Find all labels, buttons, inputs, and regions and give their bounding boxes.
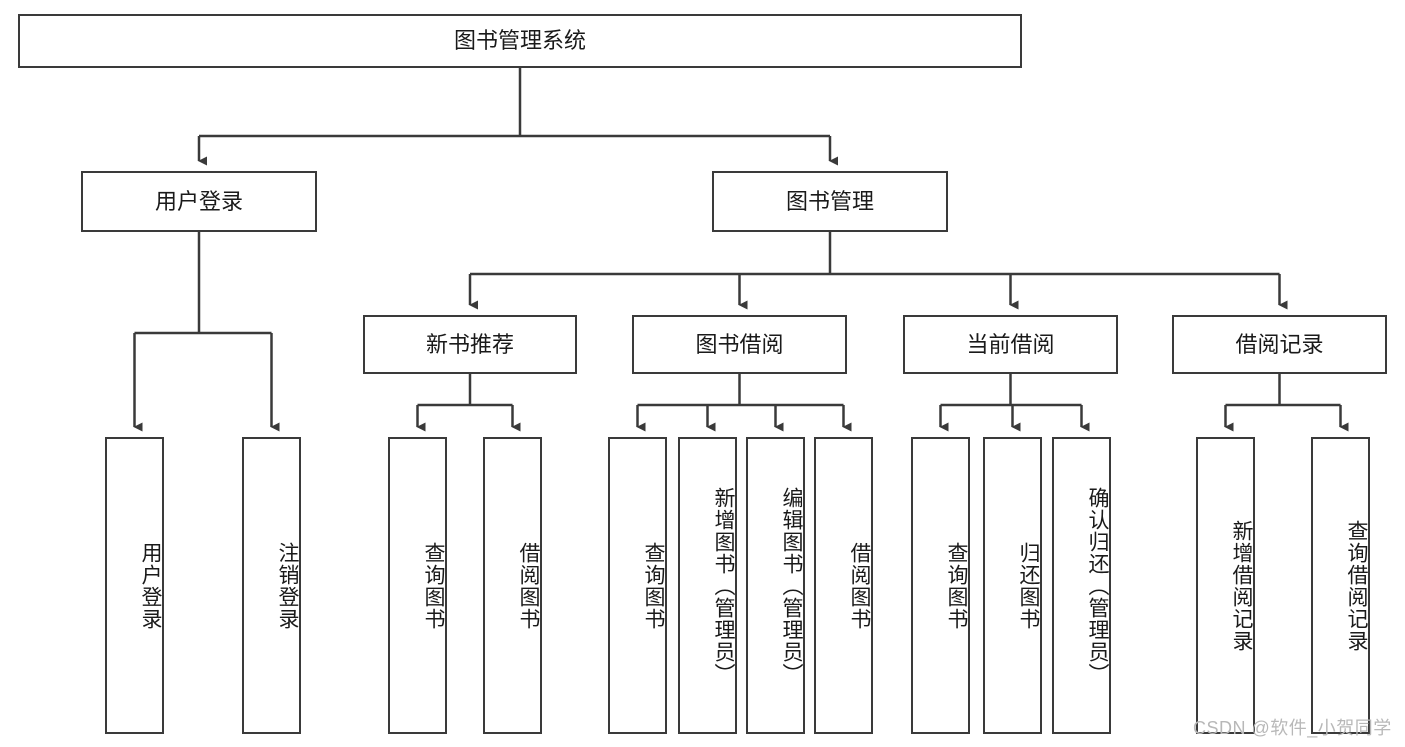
node-leaf-user-login[interactable]: 用户登录 — [105, 437, 164, 734]
node-root[interactable]: 图书管理系统 — [18, 14, 1022, 68]
node-leaf-bo-edit[interactable]: 编辑图书（管理员） — [746, 437, 805, 734]
node-label: 编辑图书（管理员） — [780, 486, 803, 685]
node-label: 查询图书 — [422, 541, 445, 630]
node-label: 注销登录 — [276, 541, 299, 630]
node-label: 借阅记录 — [1235, 331, 1324, 357]
node-login[interactable]: 用户登录 — [81, 171, 317, 232]
node-label: 查询图书 — [642, 541, 665, 630]
node-leaf-nb-query[interactable]: 查询图书 — [388, 437, 447, 734]
node-borrow[interactable]: 图书借阅 — [632, 315, 847, 374]
node-leaf-cur-query[interactable]: 查询图书 — [911, 437, 970, 734]
node-leaf-user-logout[interactable]: 注销登录 — [242, 437, 301, 734]
node-label: 新增图书（管理员） — [712, 486, 735, 685]
node-records[interactable]: 借阅记录 — [1172, 315, 1387, 374]
node-label: 查询借阅记录 — [1345, 519, 1368, 652]
node-leaf-cur-confirm[interactable]: 确认归还（管理员） — [1052, 437, 1111, 734]
node-leaf-bo-add[interactable]: 新增图书（管理员） — [678, 437, 737, 734]
node-bookmgmt[interactable]: 图书管理 — [712, 171, 948, 232]
node-leaf-rec-add[interactable]: 新增借阅记录 — [1196, 437, 1255, 734]
node-label: 图书管理系统 — [453, 28, 586, 54]
node-label: 新增借阅记录 — [1230, 519, 1253, 652]
node-label: 借阅图书 — [848, 541, 871, 630]
node-current[interactable]: 当前借阅 — [903, 315, 1118, 374]
edge-group — [133, 68, 1349, 432]
node-label: 用户登录 — [154, 188, 243, 214]
node-label: 新书推荐 — [425, 331, 514, 357]
node-label: 确认归还（管理员） — [1086, 486, 1109, 685]
node-label: 归还图书 — [1017, 541, 1040, 630]
node-leaf-cur-return[interactable]: 归还图书 — [983, 437, 1042, 734]
node-label: 用户登录 — [139, 541, 162, 630]
node-label: 查询图书 — [945, 541, 968, 630]
node-newbook[interactable]: 新书推荐 — [363, 315, 577, 374]
node-label: 图书管理 — [785, 188, 874, 214]
node-leaf-rec-query[interactable]: 查询借阅记录 — [1311, 437, 1370, 734]
node-leaf-bo-borrow[interactable]: 借阅图书 — [814, 437, 873, 734]
node-leaf-bo-query[interactable]: 查询图书 — [608, 437, 667, 734]
node-label: 当前借阅 — [966, 331, 1055, 357]
node-label: 借阅图书 — [517, 541, 540, 630]
node-label: 图书借阅 — [695, 331, 784, 357]
node-leaf-nb-borrow[interactable]: 借阅图书 — [483, 437, 542, 734]
